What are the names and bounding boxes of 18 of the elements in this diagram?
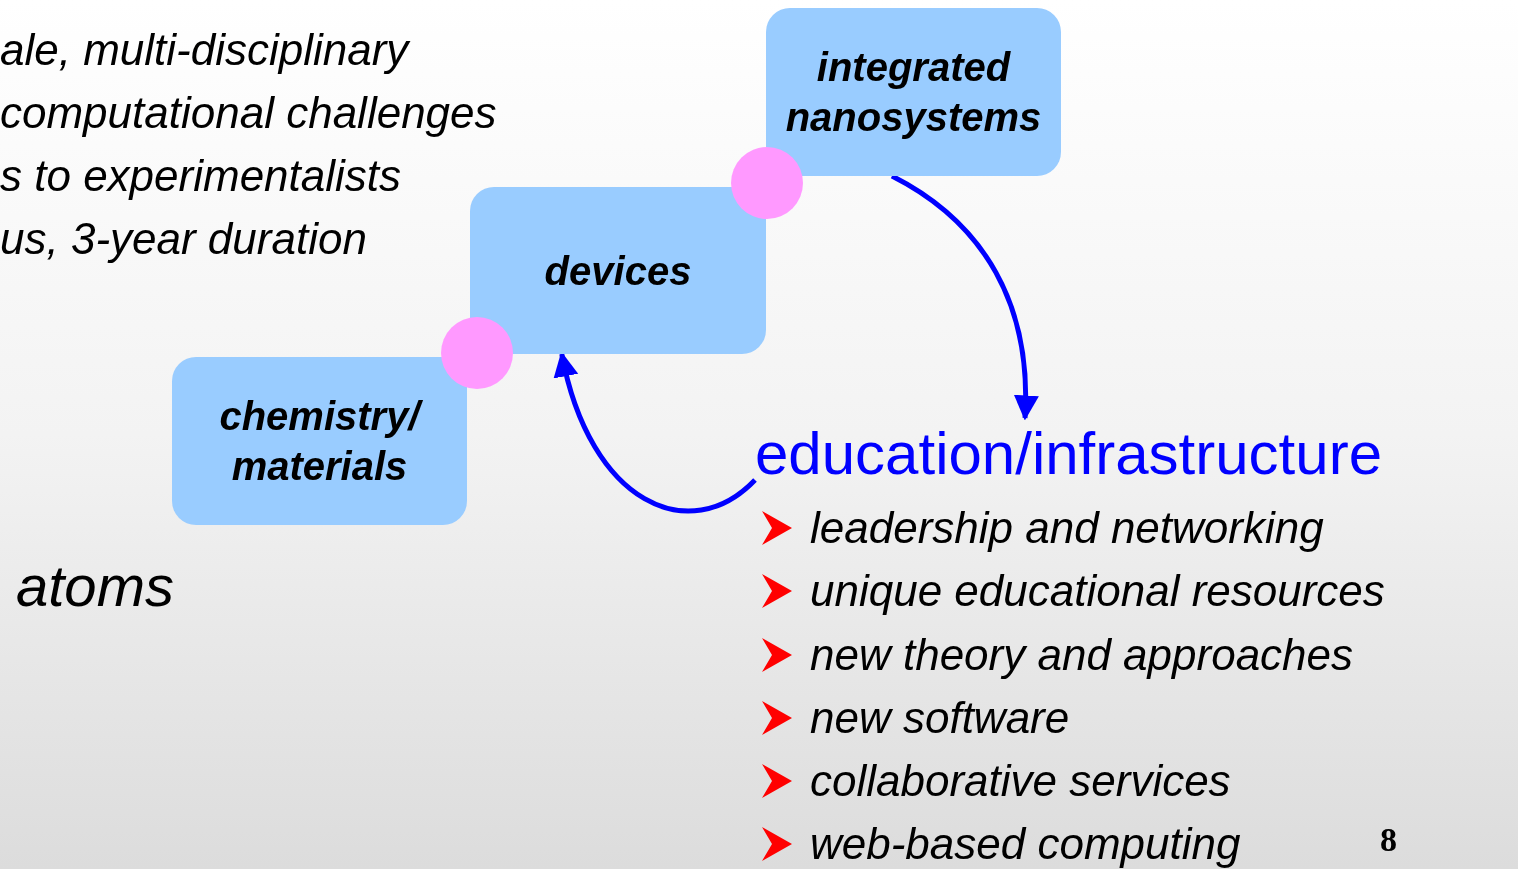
bullet-text: collaborative services xyxy=(810,755,1231,807)
level-label: atoms xyxy=(16,553,174,619)
intro-text-line: s to experimentalists xyxy=(0,150,402,202)
page-number: 8 xyxy=(1380,820,1397,860)
bullet-text: new theory and approaches xyxy=(810,629,1354,681)
stage-box: devices xyxy=(470,187,766,354)
intro-text-line: ale, multi-disciplinary xyxy=(0,24,409,76)
intro-text-line: computational challenges xyxy=(0,87,497,139)
bullet-text: leadership and networking xyxy=(810,502,1324,554)
stage-box: chemistry/ materials xyxy=(172,357,467,525)
stage-box: integrated nanosystems xyxy=(766,8,1061,176)
curved-arrow xyxy=(890,173,1038,421)
bullet-text: unique educational resources xyxy=(810,565,1385,617)
section-heading: education/infrastructure xyxy=(755,418,1505,490)
intro-text-line: us, 3-year duration xyxy=(0,213,367,265)
bullet-text: web-based computing xyxy=(810,818,1241,869)
curved-arrow xyxy=(554,351,757,514)
bullet-text: new software xyxy=(810,692,1070,744)
